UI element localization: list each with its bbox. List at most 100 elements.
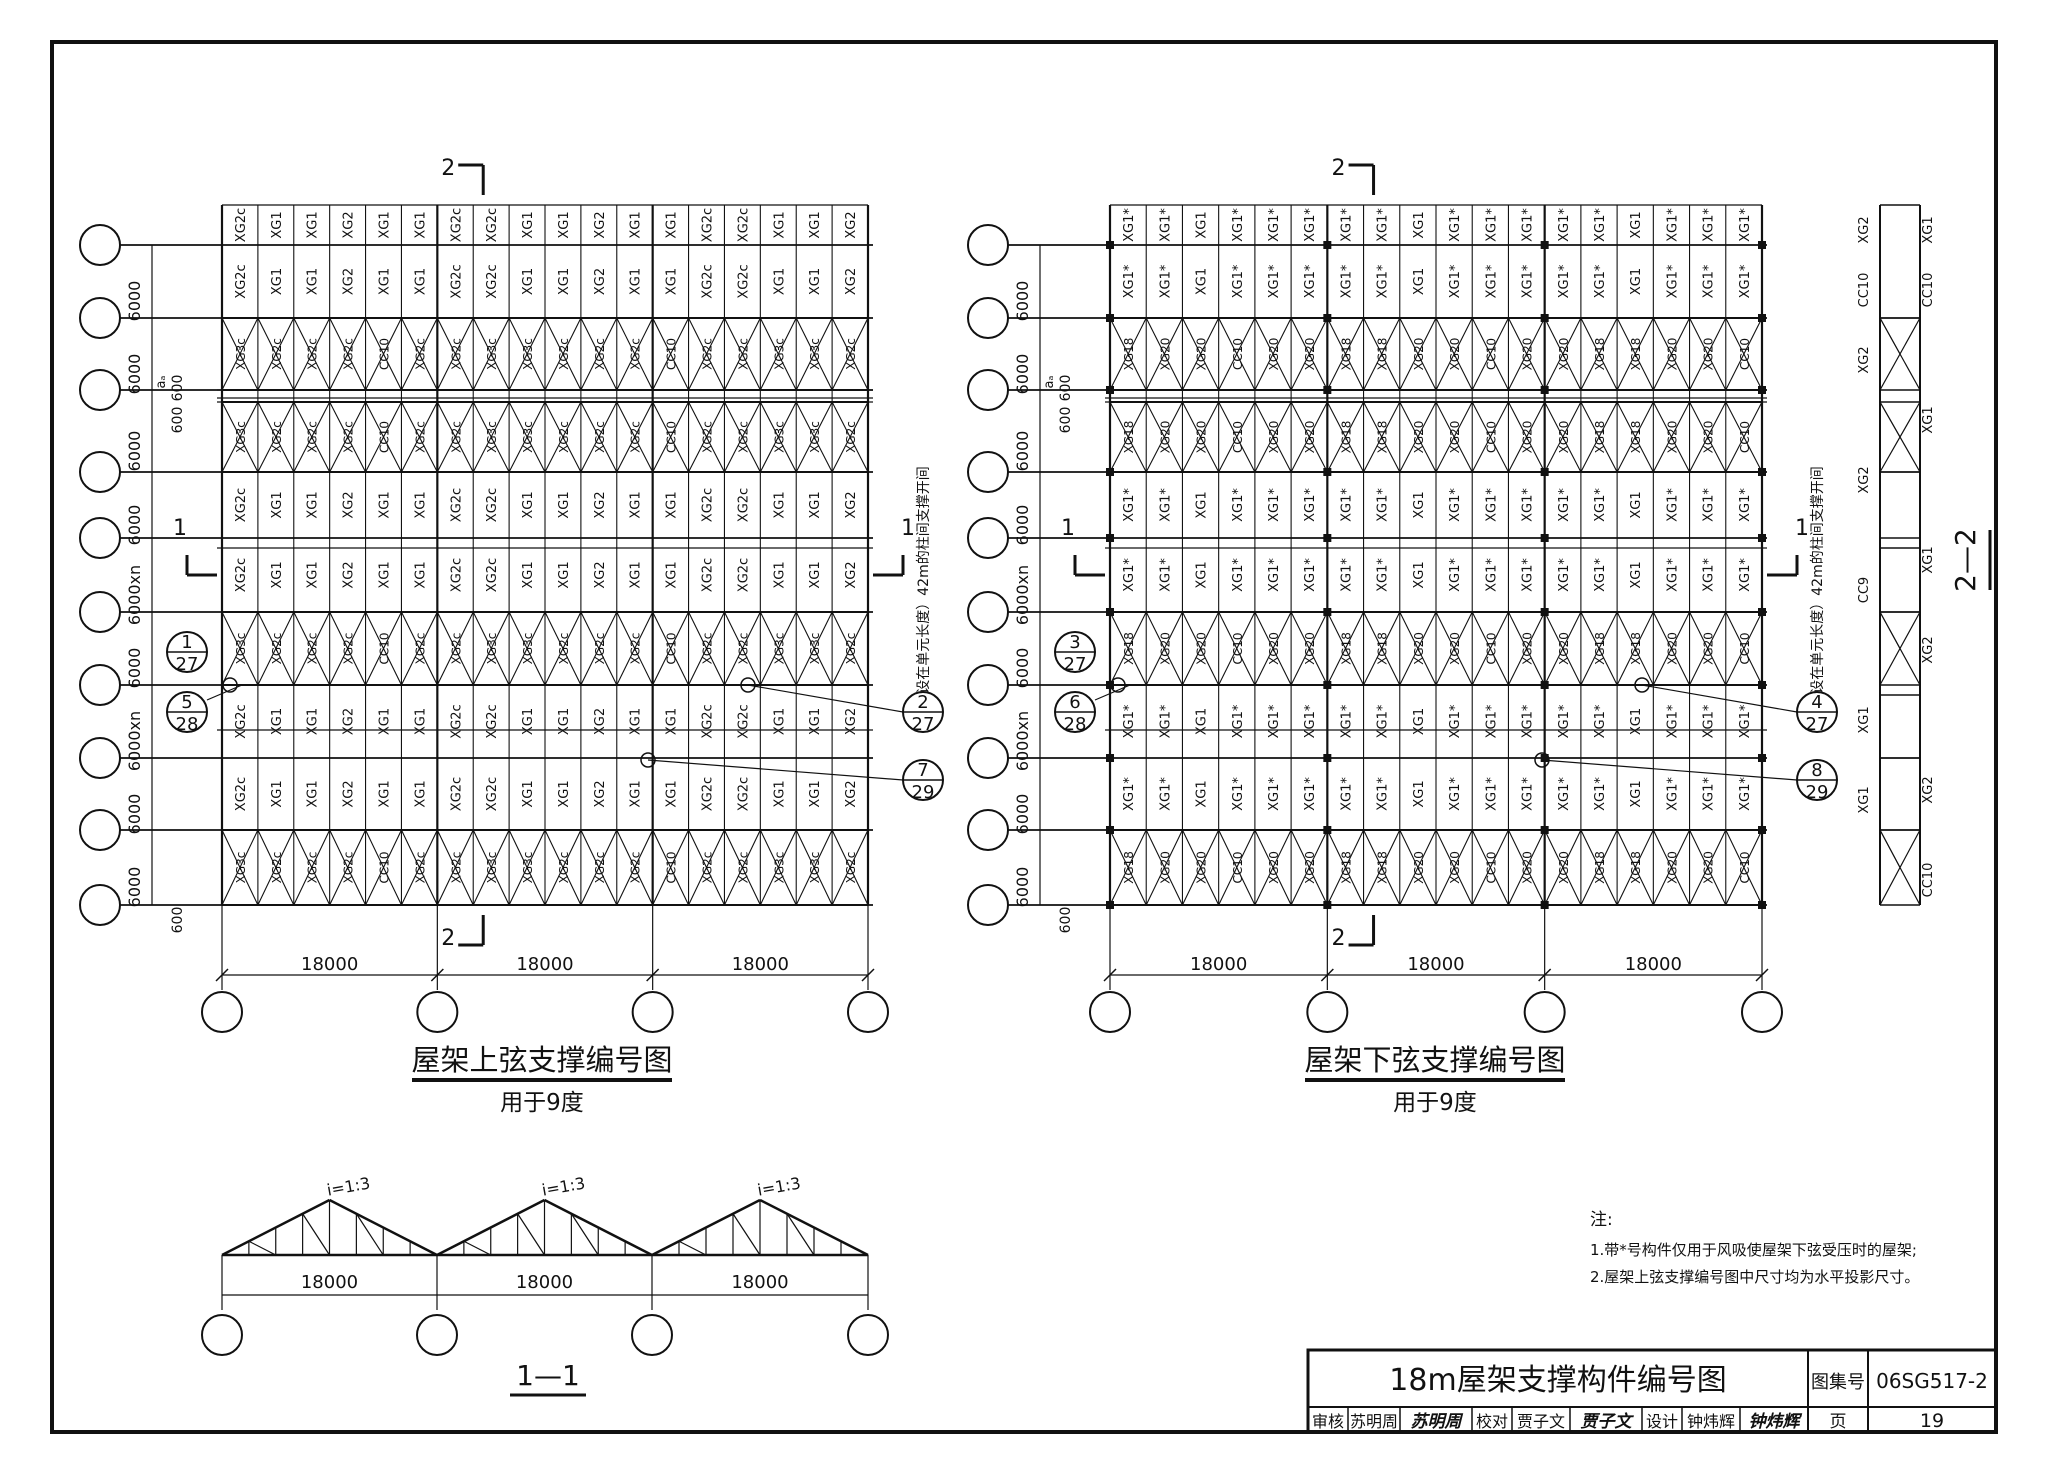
node-mark [1106, 314, 1114, 322]
x-brace-label: XG3c [808, 421, 822, 453]
column-grid-bubble [631, 991, 674, 1033]
gap-dimension: aₐ [154, 375, 169, 388]
x-brace [1145, 611, 1183, 686]
brace-member-label: XG1 [1195, 211, 1210, 238]
x-brace [257, 829, 295, 906]
x-brace [1326, 401, 1365, 473]
brace-member-label: XG2c [234, 264, 249, 298]
brace-member-label: XG1* [1303, 488, 1318, 522]
x-brace [400, 829, 438, 906]
truss-web [840, 1240, 869, 1256]
brace-member-label: XG1 [629, 708, 644, 735]
x-brace-label: XG2c [270, 421, 284, 453]
brace-member-label: XG1 [1629, 708, 1644, 735]
brace-member-label: XG1 [378, 708, 393, 735]
brace-member-label: XG2 [844, 491, 859, 518]
brace-member-label: XG2c [449, 488, 464, 522]
brace-member-label: XG1* [1521, 208, 1536, 242]
row-grid-bubble [967, 224, 1009, 266]
brace-member-label: XG1 [378, 780, 393, 807]
brace-member-label: XG1 [378, 268, 393, 295]
brace-member-label: XG1 [1629, 211, 1644, 238]
node-mark [1540, 386, 1549, 394]
x-brace-label: XG18 [1593, 338, 1607, 371]
x-brace [544, 611, 582, 686]
x-brace-label: XG2c [306, 852, 320, 884]
callout-number: 7 [917, 760, 928, 781]
brace-member-label: XG1 [1629, 268, 1644, 295]
brace-member-label: XG1 [808, 211, 823, 238]
x-brace-label: XG20 [1267, 338, 1281, 371]
x-brace-label: XG18 [1629, 421, 1643, 454]
section-2-2-title: 2—2 [1949, 528, 1982, 592]
callout-2: 628 [1054, 691, 1096, 735]
brace-member-label: XG1* [1593, 704, 1608, 738]
brace-member-label: XG1 [557, 561, 572, 588]
gap-dimension: 600 [170, 375, 186, 402]
brace-member-label: XG1* [1593, 208, 1608, 242]
x-brace [508, 317, 546, 391]
brace-member-label: XG1* [1557, 777, 1572, 811]
x-brace [795, 401, 833, 473]
brace-member-label: XG2c [485, 704, 500, 738]
brace-member-label: XG1 [306, 491, 321, 518]
x-brace-label: XG2c [557, 421, 571, 453]
x-brace-label: XG2c [593, 633, 607, 665]
x-brace [1109, 317, 1147, 391]
brace-member-label: XG1 [306, 211, 321, 238]
brace-member-label: XG1 [772, 561, 787, 588]
brace-member-label: XG1* [1303, 558, 1318, 592]
x-brace-label: XG2c [629, 852, 643, 884]
brace-member-label: XG1* [1339, 704, 1354, 738]
node-mark [1758, 241, 1766, 249]
x-brace [688, 829, 725, 906]
x-brace-label: XG3c [234, 633, 248, 665]
brace-member-label: XG1* [1665, 704, 1680, 738]
x-brace [1326, 829, 1365, 906]
x-brace [1254, 611, 1292, 686]
x-brace-label: XG20 [1448, 421, 1462, 454]
x-brace-label: XG18 [1122, 421, 1136, 454]
brace-member-label: XG1* [1231, 488, 1246, 522]
brace-member-label: XG1* [1521, 264, 1536, 298]
x-brace-label: XG2c [342, 852, 356, 884]
brace-member-label: XG1* [1303, 264, 1318, 298]
x-brace [1580, 611, 1618, 686]
x-brace [1471, 611, 1509, 686]
x-brace [1652, 317, 1691, 391]
x-brace-label: XG20 [1702, 632, 1716, 665]
brace-member-label: XG1* [1303, 704, 1318, 738]
side-dimension: 6000xn [125, 565, 144, 625]
x-brace-label: CC10 [378, 632, 392, 664]
callout-4: 829 [1796, 759, 1838, 803]
x-brace-label: CC10 [1484, 851, 1498, 883]
brace-member-label: XG1* [1231, 777, 1246, 811]
section-mark-label: 1 [901, 516, 915, 541]
brace-member-label: XG1* [1521, 777, 1536, 811]
callout-number: 5 [181, 692, 192, 713]
brace-member-label: XG1* [1484, 208, 1499, 242]
x-brace-label: XG20 [1557, 421, 1571, 454]
brace-member-label: XG1* [1521, 558, 1536, 592]
x-brace-label: XG3c [772, 852, 786, 884]
brace-member-label: XG2c [736, 264, 751, 298]
side-dimension: 6000xn [1013, 711, 1032, 771]
callout-number: 6 [1069, 692, 1080, 713]
vertical-note: 设在单元长度）42m的柱间支撑开间 [916, 466, 932, 693]
brace-member-label: XG1* [1122, 264, 1137, 298]
x-brace [1290, 611, 1328, 686]
brace-member-label: XG1 [808, 708, 823, 735]
x-brace-label: XG2c [736, 338, 750, 370]
brace-member-label: XG2c [234, 488, 249, 522]
node-mark [1106, 754, 1114, 762]
x-brace-label: CC10 [665, 338, 679, 370]
truss-web [570, 1213, 599, 1256]
truss-web [409, 1240, 438, 1256]
brace-member-label: XG1* [1158, 558, 1173, 592]
gap-dimension: 600 [170, 407, 186, 434]
brace-member-label: XG1* [1484, 558, 1499, 592]
callout-number: 2 [917, 692, 928, 713]
side-dimension: 6000 [1013, 867, 1032, 908]
x-brace-label: XG3c [485, 852, 499, 884]
node-mark [1323, 314, 1332, 322]
